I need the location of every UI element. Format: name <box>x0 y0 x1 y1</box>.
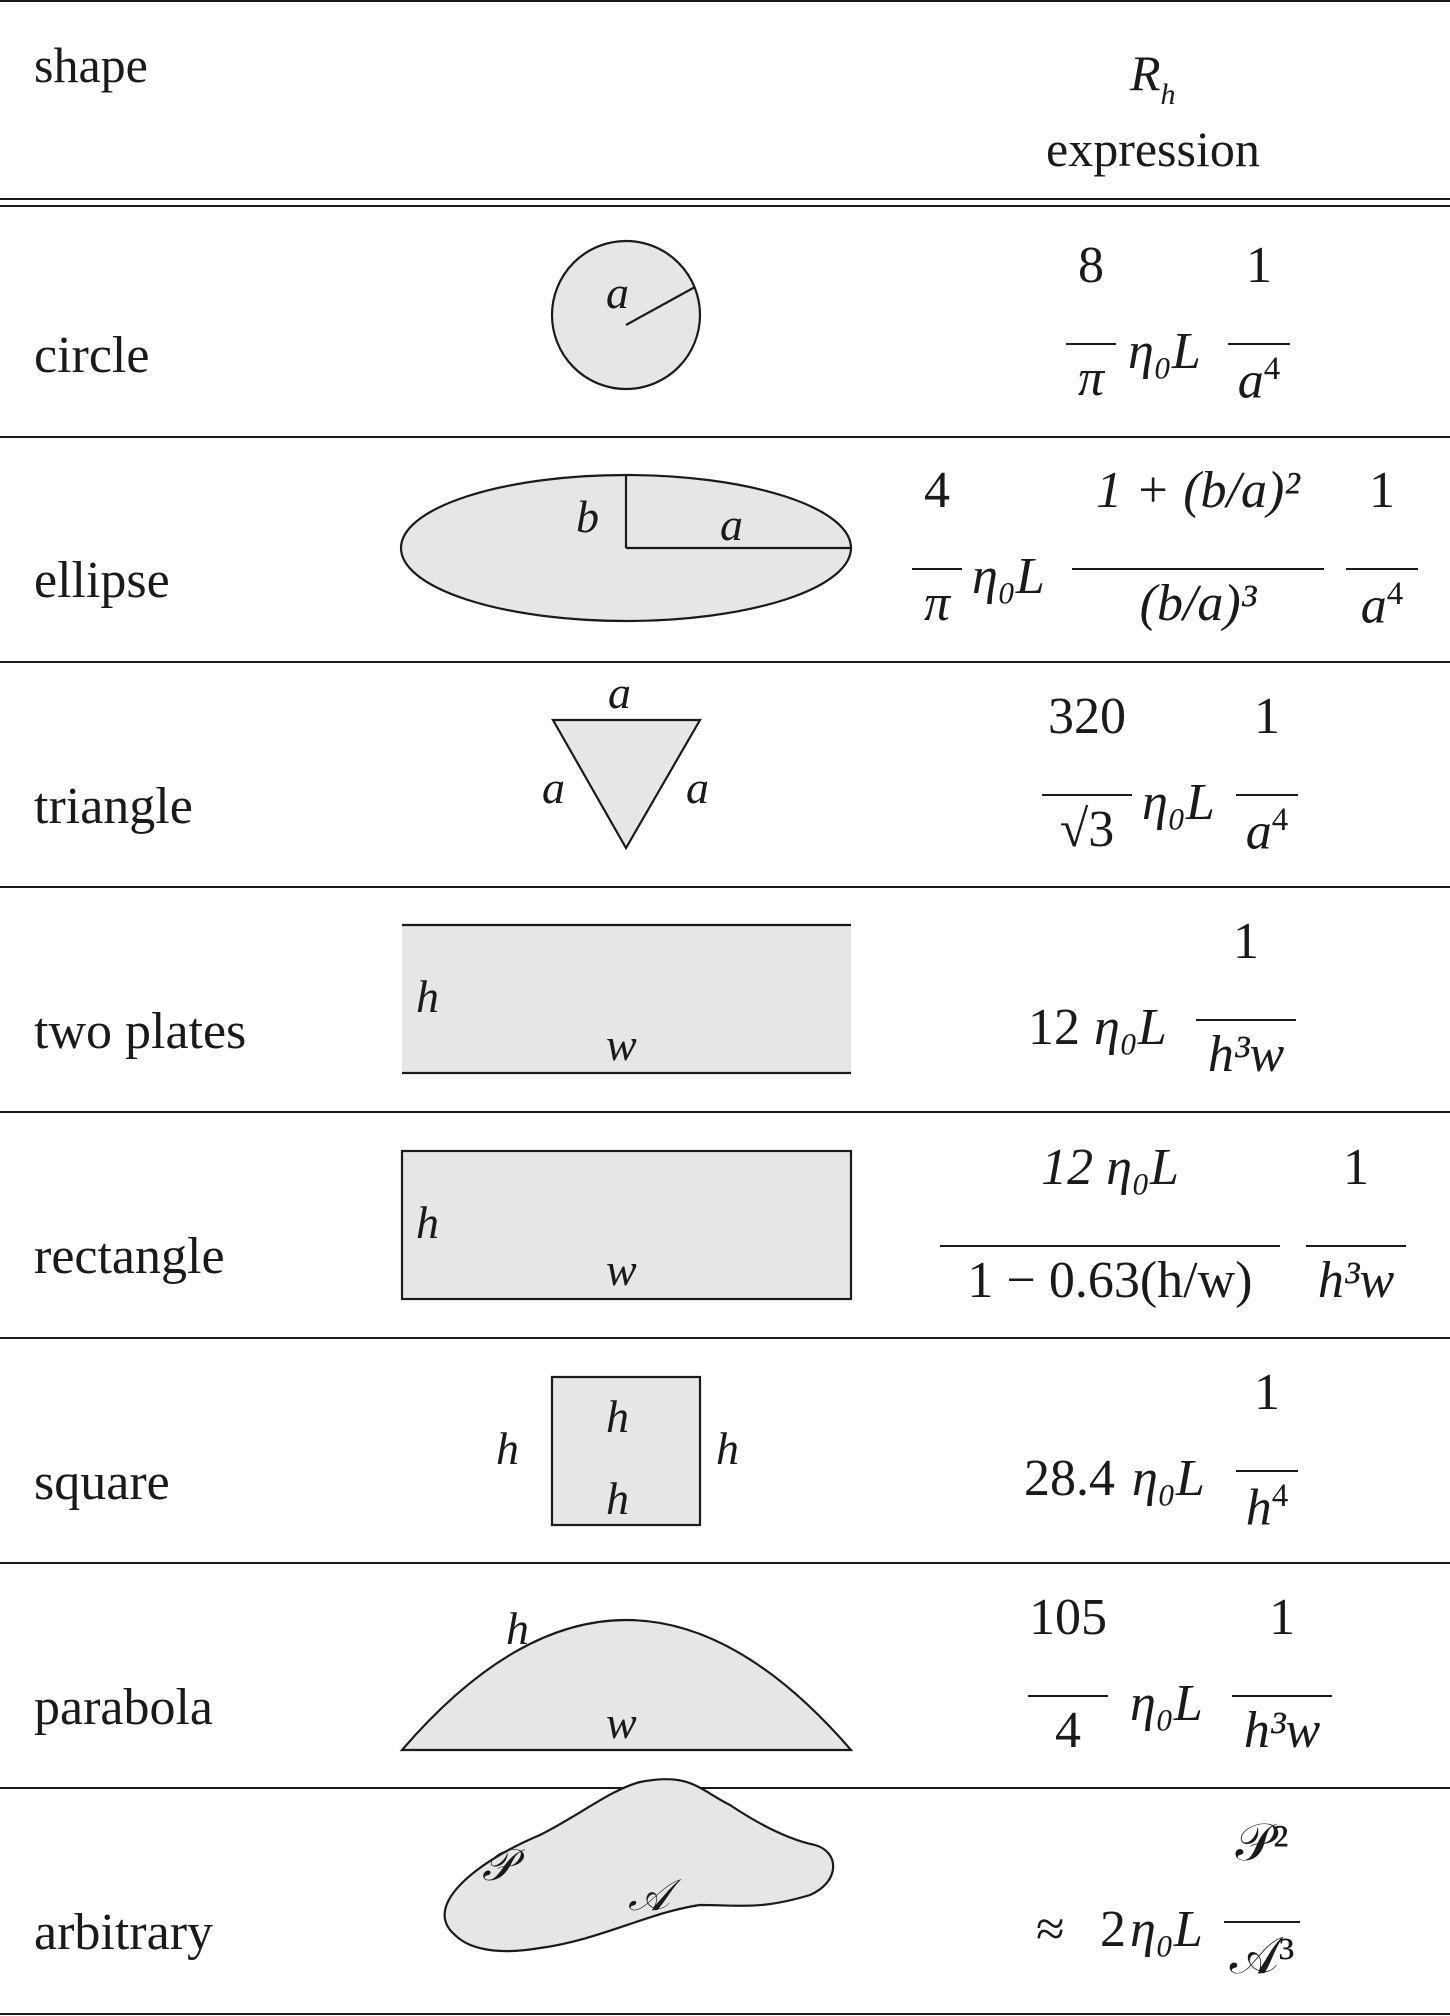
square-label-right: h <box>716 1423 739 1474</box>
square-frac: 1 h4 <box>1236 1367 1298 1542</box>
square-label-bottom: h <box>606 1473 629 1524</box>
header-expression: expression <box>1046 121 1260 177</box>
rectangle-frac-2: 1 h³w <box>1306 1142 1406 1317</box>
row-label-circle: circle <box>34 327 150 384</box>
two-plates-coef: 12 <box>1028 999 1080 1056</box>
triangle-label-top: a <box>608 667 631 718</box>
circle-shape <box>550 239 702 391</box>
circle-radius <box>625 286 696 326</box>
square-label-top: h <box>606 1391 629 1442</box>
row-label-parabola: parabola <box>34 1679 214 1736</box>
rule-top <box>0 0 1450 2</box>
two-plates-gap <box>402 925 851 1073</box>
rectangle-shape <box>400 1149 853 1301</box>
square-shape <box>550 1375 702 1527</box>
rule-parabola <box>0 1787 1450 1789</box>
circle-frac: 1 a4 <box>1228 240 1290 415</box>
arbitrary-approx: ≈ <box>1036 1901 1065 1958</box>
ellipse-frac: 1 + (b/a)² (b/a)³ <box>1072 465 1324 640</box>
parabola-coef-frac: 105 4 <box>1028 1589 1108 1759</box>
square-mid: η₀L <box>1132 1450 1205 1507</box>
ellipse-label-a: a <box>720 499 743 550</box>
row-label-square: square <box>34 1454 170 1511</box>
square-label-left: h <box>496 1423 519 1474</box>
rule-ellipse <box>0 661 1450 663</box>
parabola-mid: η₀L <box>1130 1675 1203 1732</box>
rectangle-label-w: w <box>606 1244 637 1295</box>
parabola-label-w: w <box>606 1697 637 1748</box>
two-plates-mid: η₀L <box>1094 999 1167 1056</box>
two-plates-label-w: w <box>606 1019 637 1070</box>
parabola-shape <box>399 1619 854 1752</box>
rectangle-frac: 12 η₀L 1 − 0.63(h/w) <box>940 1142 1280 1317</box>
arbitrary-frac: 𝒫² 𝒜³ <box>1224 1818 1300 1993</box>
row-label-rectangle: rectangle <box>34 1228 225 1285</box>
arbitrary-shape <box>443 1778 835 1953</box>
parabola-label-h: h <box>506 1603 529 1654</box>
rule-rectangle <box>0 1337 1450 1339</box>
ellipse-mid: η₀L <box>972 548 1045 605</box>
rectangle-label-h: h <box>416 1197 439 1248</box>
triangle-coef-frac: 320 √3 <box>1042 691 1132 866</box>
parabola-frac: 1 h³w <box>1232 1592 1332 1767</box>
ellipse-label-b: b <box>576 491 599 542</box>
two-plates-label-h: h <box>416 971 439 1022</box>
arbitrary-coef: 2 <box>1100 1901 1126 1958</box>
row-label-two-plates: two plates <box>34 1003 247 1060</box>
triangle-label-right: a <box>686 762 709 813</box>
two-plates-frac: 1 h³w <box>1196 916 1296 1091</box>
triangle-frac: 1 a4 <box>1236 691 1298 866</box>
rule-triangle <box>0 886 1450 888</box>
rule-header-2 <box>0 205 1450 207</box>
rule-square <box>0 1562 1450 1564</box>
square-coef: 28.4 <box>1024 1450 1115 1507</box>
circle-label-a: a <box>606 267 629 318</box>
triangle-mid: η₀L <box>1142 774 1215 831</box>
row-label-arbitrary: arbitrary <box>34 1904 214 1961</box>
rule-circle <box>0 436 1450 438</box>
row-label-ellipse: ellipse <box>34 552 170 609</box>
rule-header-1 <box>0 198 1450 200</box>
ellipse-frac-2: 1 a4 <box>1346 465 1418 640</box>
header-rh-symbol: Rh <box>1130 45 1176 111</box>
circle-coef-frac: 8 π <box>1066 240 1116 415</box>
arbitrary-mid: η₀L <box>1130 1901 1203 1958</box>
triangle-label-left: a <box>542 762 565 813</box>
ellipse-coef-frac: 4 π <box>912 465 962 640</box>
row-label-triangle: triangle <box>34 778 193 835</box>
rule-two-plates <box>0 1111 1450 1113</box>
header-shape: shape <box>34 37 148 93</box>
rule-bottom <box>0 2013 1450 2015</box>
triangle-shape <box>551 718 702 851</box>
circle-mid: η₀L <box>1128 323 1201 380</box>
